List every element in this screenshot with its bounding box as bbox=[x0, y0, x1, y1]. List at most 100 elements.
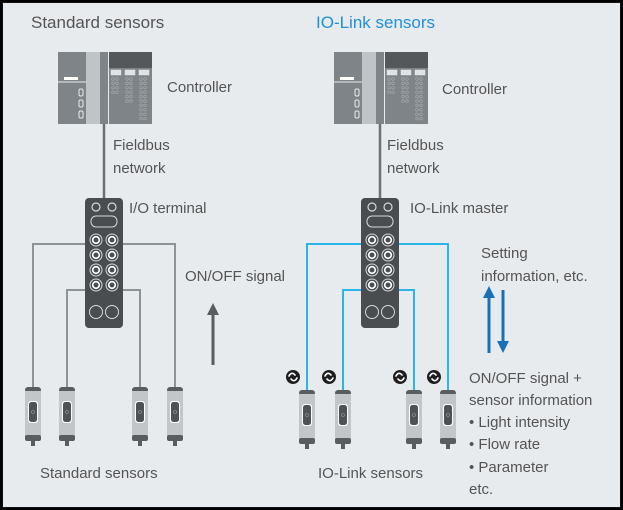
io-link-logo-icon bbox=[393, 370, 407, 384]
io-link-sensor-3 bbox=[406, 390, 422, 449]
io-link-logo-icon bbox=[286, 370, 300, 384]
sensor-connector bbox=[65, 441, 69, 446]
right-network-label-2: network bbox=[387, 160, 440, 177]
controller-led-bar bbox=[64, 77, 78, 80]
sensor-window bbox=[410, 405, 418, 425]
info-line-4: • Flow rate bbox=[469, 436, 541, 453]
sensor-window bbox=[303, 405, 311, 425]
left-cable-1 bbox=[32, 243, 85, 388]
onoff-signal-label: ON/OFF signal bbox=[185, 268, 286, 285]
setting-label-1: Setting bbox=[481, 245, 528, 262]
sensor-connector bbox=[173, 441, 177, 446]
io-link-badge-2 bbox=[322, 370, 336, 384]
controller-power-module bbox=[58, 52, 86, 124]
terminal-port bbox=[381, 248, 395, 262]
sensor-connector bbox=[138, 441, 142, 446]
controller-strip-dark bbox=[376, 52, 384, 124]
left-network-label-2: network bbox=[113, 160, 166, 177]
left-network-label-1: Fieldbus bbox=[113, 137, 170, 154]
right-controller bbox=[334, 52, 428, 124]
terminal-body bbox=[361, 198, 399, 328]
io-link-sensors-label: IO-Link sensors bbox=[318, 465, 424, 482]
terminal-port bbox=[365, 278, 379, 292]
standard-sensor-1 bbox=[25, 387, 41, 446]
io-link-sensor-2 bbox=[335, 390, 351, 449]
right-network-label-1: Fieldbus bbox=[387, 137, 444, 154]
io-link-master-label: IO-Link master bbox=[410, 200, 509, 217]
arrow-up-icon bbox=[483, 286, 495, 298]
left-controller-label: Controller bbox=[167, 79, 233, 96]
terminal-port bbox=[105, 278, 119, 292]
standard-sensor-3 bbox=[132, 387, 148, 446]
standard-sensor-2 bbox=[59, 387, 75, 446]
controller-strip bbox=[362, 52, 376, 124]
info-line-2: sensor information bbox=[469, 392, 593, 409]
terminal-port bbox=[381, 263, 395, 277]
left-cable-4 bbox=[123, 243, 176, 388]
terminal-port bbox=[365, 248, 379, 262]
sensor-connector bbox=[341, 444, 345, 449]
sensor-connector bbox=[412, 444, 416, 449]
controller-io-header bbox=[385, 52, 428, 68]
io-link-logo-icon bbox=[427, 370, 441, 384]
sensor-base bbox=[299, 438, 315, 444]
sensor-window bbox=[171, 402, 179, 422]
terminal-display bbox=[90, 215, 118, 228]
sensor-base bbox=[167, 435, 183, 441]
io-link-cable-3 bbox=[399, 289, 415, 391]
left-cable-3 bbox=[123, 289, 141, 388]
io-link-sensor-4 bbox=[440, 390, 456, 449]
terminal-port bbox=[105, 233, 119, 247]
info-line-5: • Parameter bbox=[469, 459, 549, 476]
sensor-window bbox=[29, 402, 37, 422]
right-panel-title: IO-Link sensors bbox=[316, 13, 436, 32]
controller-strip-dark bbox=[100, 52, 108, 124]
sensor-window bbox=[63, 402, 71, 422]
left-panel-title: Standard sensors bbox=[31, 13, 165, 32]
left-controller bbox=[58, 52, 152, 124]
sensor-window bbox=[444, 405, 452, 425]
io-link-cable-2 bbox=[342, 289, 361, 391]
arrow-down-icon bbox=[497, 341, 509, 353]
terminal-port bbox=[105, 263, 119, 277]
controller-strip bbox=[86, 52, 100, 124]
io-link-badge-3 bbox=[393, 370, 407, 384]
info-line-3: • Light intensity bbox=[469, 414, 571, 431]
terminal-body bbox=[85, 198, 123, 328]
sensor-base bbox=[25, 435, 41, 441]
info-line-6: etc. bbox=[469, 481, 494, 498]
io-link-badge-4 bbox=[427, 370, 441, 384]
io-link-master bbox=[361, 198, 399, 328]
sensor-base bbox=[59, 435, 75, 441]
sensor-base bbox=[440, 438, 456, 444]
standard-sensor-4 bbox=[167, 387, 183, 446]
diagram-artwork bbox=[25, 52, 509, 449]
terminal-port bbox=[89, 263, 103, 277]
io-link-badge-1 bbox=[286, 370, 300, 384]
io-link-cable-1 bbox=[306, 243, 361, 391]
terminal-port bbox=[105, 248, 119, 262]
terminal-port bbox=[365, 233, 379, 247]
io-link-sensor-1 bbox=[299, 390, 315, 449]
terminal-port bbox=[381, 233, 395, 247]
io-terminal-label: I/O terminal bbox=[129, 200, 207, 217]
standard-sensors-label: Standard sensors bbox=[40, 465, 158, 482]
sensor-connector bbox=[305, 444, 309, 449]
sensor-base bbox=[335, 438, 351, 444]
right-controller-label: Controller bbox=[442, 81, 508, 98]
sensor-base bbox=[132, 435, 148, 441]
terminal-port bbox=[89, 233, 103, 247]
sensor-window bbox=[136, 402, 144, 422]
controller-led-bar bbox=[340, 77, 354, 80]
terminal-port bbox=[365, 263, 379, 277]
io-terminal bbox=[85, 198, 123, 328]
io-link-logo-icon bbox=[322, 370, 336, 384]
setting-label-2: information, etc. bbox=[481, 268, 588, 285]
info-line-1: ON/OFF signal + bbox=[469, 370, 582, 387]
sensor-base bbox=[406, 438, 422, 444]
arrow-up-icon bbox=[207, 303, 219, 315]
sensor-connector bbox=[446, 444, 450, 449]
io-link-cable-4 bbox=[399, 243, 449, 391]
sensor-window bbox=[339, 405, 347, 425]
